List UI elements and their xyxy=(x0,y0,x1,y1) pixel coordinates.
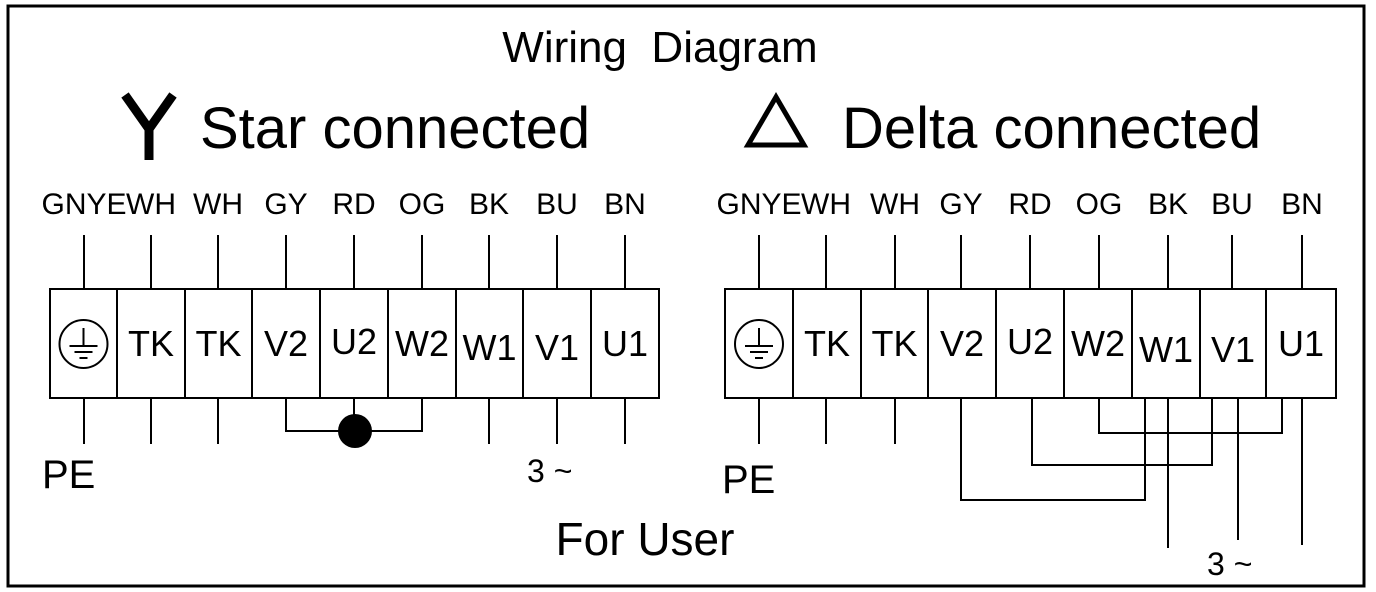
delta-heading: Delta connected xyxy=(842,96,1261,161)
star-terminal-5: U2 xyxy=(331,321,377,362)
star-terminal-6: W2 xyxy=(395,323,449,364)
delta-wire-label-7: BK xyxy=(1148,188,1188,221)
star-terminal-7: W1 xyxy=(463,327,517,368)
star-three-phase-label: 3 ~ xyxy=(527,453,572,489)
delta-wire-label-3: WH xyxy=(870,188,920,221)
delta-terminal-8: V1 xyxy=(1211,329,1255,370)
diagram-title: Wiring Diagram xyxy=(502,23,817,72)
delta-wire-label-6: OG xyxy=(1076,188,1123,221)
star-wire-label-1: GNYE xyxy=(41,188,126,221)
delta-three-phase-label: 3 ~ xyxy=(1207,546,1252,582)
star-wire-label-5: RD xyxy=(332,188,375,221)
star-wire-label-2: WH xyxy=(126,188,176,221)
star-terminal-2: TK xyxy=(128,323,174,364)
delta-terminal-4: V2 xyxy=(940,323,984,364)
delta-terminal-7: W1 xyxy=(1139,329,1193,370)
star-terminal-3: TK xyxy=(195,323,241,364)
star-wire-label-4: GY xyxy=(264,188,307,221)
star-wire-label-9: BN xyxy=(604,188,646,221)
delta-terminal-3: TK xyxy=(871,323,917,364)
delta-terminal-2: TK xyxy=(804,323,850,364)
star-wire-label-6: OG xyxy=(399,188,446,221)
delta-wire-label-1: GNYE xyxy=(716,188,801,221)
delta-triangle-icon xyxy=(743,92,809,148)
star-pe-label: PE xyxy=(42,453,95,497)
star-terminal-4: V2 xyxy=(264,323,308,364)
star-terminal-9: U1 xyxy=(602,323,648,364)
delta-terminal-9: U1 xyxy=(1278,323,1324,364)
delta-jumpers xyxy=(960,398,1303,548)
star-point-dot xyxy=(338,414,372,448)
star-wire-label-3: WH xyxy=(193,188,243,221)
delta-terminal-5: U2 xyxy=(1007,321,1053,362)
delta-wire-label-9: BN xyxy=(1281,188,1323,221)
star-terminal-strip xyxy=(49,288,660,399)
delta-pe-label: PE xyxy=(722,458,775,502)
delta-wire-label-2: WH xyxy=(801,188,851,221)
delta-wire-label-4: GY xyxy=(939,188,982,221)
ground-icon xyxy=(734,319,784,369)
ground-icon xyxy=(58,319,109,369)
for-user-label: For User xyxy=(556,513,735,565)
delta-wire-label-8: BU xyxy=(1211,188,1253,221)
star-wire-label-8: BU xyxy=(536,188,578,221)
star-heading: Star connected xyxy=(200,96,590,161)
star-terminal-8: V1 xyxy=(535,327,579,368)
star-y-icon xyxy=(121,92,177,160)
delta-terminal-6: W2 xyxy=(1071,323,1125,364)
delta-wire-label-5: RD xyxy=(1008,188,1051,221)
star-wire-label-7: BK xyxy=(469,188,509,221)
diagram-frame xyxy=(6,4,1366,588)
